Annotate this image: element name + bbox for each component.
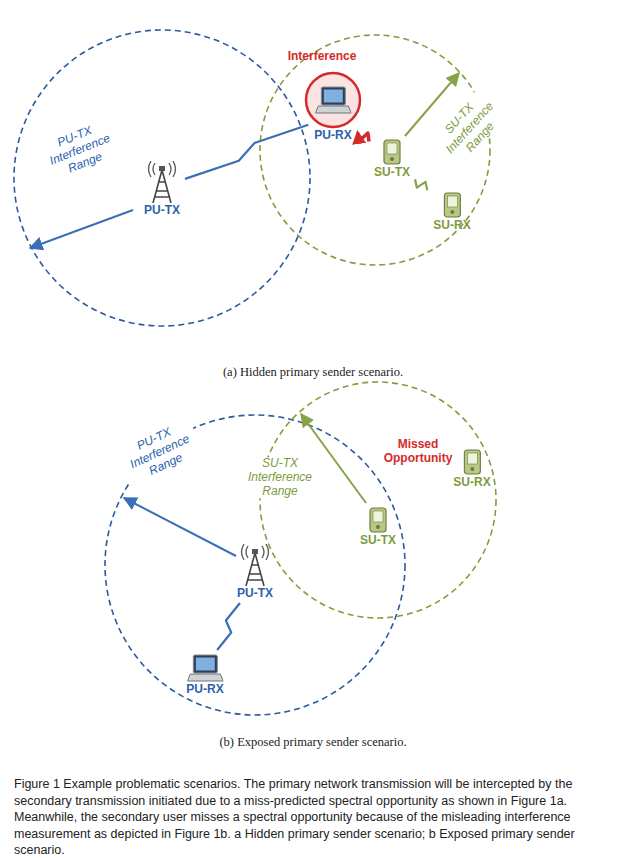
wireless-link — [358, 133, 369, 142]
pda-icon — [463, 449, 481, 475]
annotation-label: Interference — [288, 50, 357, 64]
annotation-label: PU-TX Interference Range — [115, 416, 205, 487]
pu-range-circle — [105, 415, 405, 715]
range-arrow — [30, 210, 133, 248]
tower-icon — [240, 544, 270, 586]
device-node: SU-RX — [431, 192, 472, 232]
device-label: SU-TX — [374, 165, 410, 179]
device-label: SU-RX — [433, 218, 470, 232]
device-node: PU-RX — [312, 86, 353, 142]
figure-caption: Figure 1 Example problematic scenarios. … — [14, 776, 612, 858]
device-node: PU-TX — [235, 544, 275, 600]
device-label: PU-RX — [314, 128, 351, 142]
device-node: SU-TX — [358, 507, 398, 547]
range-arrow — [124, 498, 236, 556]
device-node: SU-TX — [372, 139, 412, 179]
subfigure-caption: (a) Hidden primary sender scenario. — [223, 365, 403, 379]
device-label: PU-TX — [144, 203, 180, 217]
device-label: PU-RX — [186, 682, 223, 696]
laptop-icon — [315, 86, 351, 114]
wireless-link — [185, 125, 308, 179]
pda-icon — [383, 139, 401, 165]
device-label: SU-TX — [360, 533, 396, 547]
annotation-label: PU-TX Interference Range — [35, 116, 125, 184]
subfigure-caption: (b) Exposed primary sender scenario. — [219, 735, 406, 749]
device-node: PU-TX — [142, 161, 182, 217]
laptop-icon — [187, 654, 223, 682]
interference-ring — [306, 73, 360, 127]
device-label: PU-TX — [237, 586, 273, 600]
wireless-link — [217, 603, 240, 650]
wireless-link — [415, 179, 427, 190]
tower-icon — [147, 161, 177, 203]
device-node: PU-RX — [184, 654, 225, 696]
annotation-label: SU-TX Interference Range — [240, 457, 320, 498]
device-label: SU-RX — [453, 475, 490, 489]
su-range-circle — [260, 382, 496, 618]
pu-range-circle — [14, 30, 310, 326]
annotation-label: Missed Opportunity — [377, 438, 459, 466]
pda-icon — [443, 192, 461, 218]
annotation-label: SU-TX Interference Range — [428, 84, 512, 171]
pda-icon — [369, 507, 387, 533]
